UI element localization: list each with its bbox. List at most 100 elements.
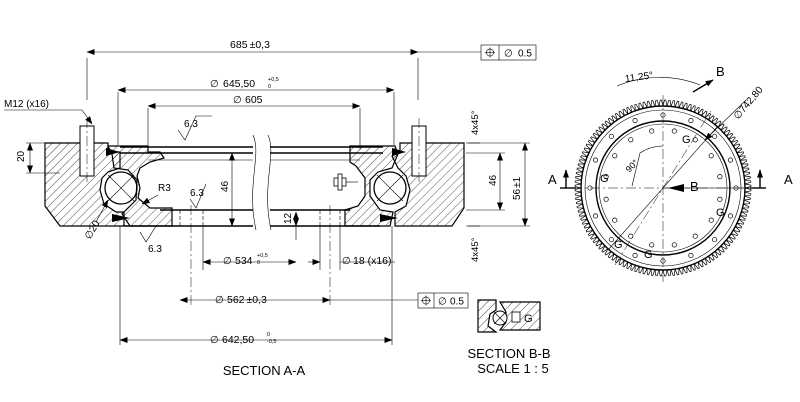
bolt-hole bbox=[727, 157, 733, 163]
bolt-hole bbox=[593, 157, 599, 163]
dim-overall-width-value: 685 bbox=[230, 39, 248, 51]
dim-hole-18-value: 18 (x16) bbox=[353, 255, 392, 267]
diameter-symbol: ∅ bbox=[504, 49, 513, 60]
bolt-hole bbox=[712, 237, 718, 243]
bolt-hole bbox=[603, 174, 609, 180]
g-label: G bbox=[614, 239, 623, 251]
bolt-hole bbox=[608, 133, 614, 139]
dim-gap-12-value: 12 bbox=[283, 212, 294, 224]
dim-diam-64550-tol-lower: 0 bbox=[268, 84, 271, 90]
outer-ring-right bbox=[391, 118, 465, 227]
bolt-hole bbox=[717, 196, 723, 202]
angle-arc-90 bbox=[639, 145, 664, 154]
roughness-mid-value: 6.3 bbox=[190, 188, 204, 199]
chamfer-top-value: 4x45° bbox=[470, 110, 481, 135]
chamfer-bottom-value: 4x45° bbox=[470, 237, 481, 262]
dim-overall-width: 685±0,3 ∅ 0.5 bbox=[86, 39, 537, 100]
gear-diam-value: 742,80 bbox=[737, 84, 765, 115]
bolt-hole bbox=[608, 237, 614, 243]
dim-height-56-value: 56 bbox=[512, 188, 523, 200]
section-arrow-b-top: B bbox=[692, 64, 725, 93]
dim-gear-diam: ∅742,80 bbox=[704, 84, 766, 141]
g-label: G bbox=[716, 207, 725, 219]
bolt-label: M12 (x16) bbox=[4, 99, 49, 110]
bolt-hole bbox=[632, 118, 638, 124]
g-label: G bbox=[644, 249, 653, 261]
section-bb-title: SECTION B-B bbox=[467, 346, 550, 361]
dim-diam-605-value: 605 bbox=[245, 94, 263, 106]
bolt-hole bbox=[628, 233, 634, 239]
radius-value: R3 bbox=[158, 183, 171, 194]
inner-ring-left bbox=[106, 145, 173, 227]
dim-diam-534-tol-lower: 0 bbox=[257, 260, 260, 266]
bolt-hole bbox=[727, 213, 733, 219]
inner-hole-left bbox=[179, 205, 204, 305]
section-arrow-a-right: A bbox=[750, 169, 793, 189]
g-label: G bbox=[682, 134, 691, 146]
dim-height-46-left: 46 bbox=[220, 152, 235, 227]
ball-left bbox=[104, 171, 138, 205]
diameter-symbol: ∅ bbox=[438, 297, 447, 308]
position-tol-bottom-value: 0.5 bbox=[450, 297, 464, 308]
bolt-callout: M12 (x16) bbox=[4, 99, 93, 125]
section-aa-title: SECTION A-A bbox=[223, 363, 306, 378]
grease-nipple-icon bbox=[511, 311, 521, 323]
dim-gap-12: 12 bbox=[283, 211, 299, 240]
dim-height-46-left-value: 46 bbox=[220, 180, 231, 192]
dim-hole-18: ∅ 18 (x16) bbox=[308, 226, 395, 270]
bolt-hole bbox=[708, 153, 714, 159]
section-bb-g-label: G bbox=[524, 313, 533, 325]
bolt-hole bbox=[671, 128, 677, 134]
radius-callout: R3 bbox=[141, 183, 171, 205]
diameter-symbol: ∅ bbox=[233, 95, 242, 106]
bolt-hole bbox=[688, 252, 694, 258]
bolt-hole bbox=[708, 217, 714, 223]
dim-diam-64550: ∅ 645,50 +0,5 0 bbox=[117, 77, 395, 145]
section-arrow-b-center: B bbox=[668, 179, 699, 194]
bolt-hole bbox=[712, 133, 718, 139]
dim-diam-534-value: 534 bbox=[235, 255, 253, 267]
section-bb-scale: SCALE 1 : 5 bbox=[477, 361, 549, 376]
section-arrow-a-left: A bbox=[548, 169, 576, 189]
diameter-symbol: ∅ bbox=[210, 79, 219, 90]
plan-view: 90° 11,25° ∅742,80 B B A A bbox=[548, 64, 793, 282]
bolt-hole bbox=[612, 217, 618, 223]
roughness-symbol-mid: 6.3 bbox=[189, 183, 207, 209]
break-lines bbox=[252, 134, 272, 231]
outer-ring-left bbox=[44, 118, 125, 227]
svg-text:56±1: 56±1 bbox=[512, 176, 523, 200]
angle-arc-pitch bbox=[616, 77, 701, 87]
bolt-hole bbox=[671, 242, 677, 248]
position-tolerance-frame-bottom: ∅ 0.5 bbox=[417, 292, 469, 309]
dim-height-20-value: 20 bbox=[16, 150, 27, 162]
ball-right bbox=[373, 171, 407, 205]
svg-text:∅20: ∅20 bbox=[83, 218, 103, 241]
dim-height-56: 56±1 bbox=[466, 142, 530, 227]
dim-diam-64550-tol-upper: +0,5 bbox=[268, 77, 279, 83]
dim-height-46-right-value: 46 bbox=[488, 174, 499, 186]
label-a-left: A bbox=[548, 172, 557, 187]
dim-ball-diam: ∅20 bbox=[83, 199, 109, 242]
dim-diam-562-tol: ±0,3 bbox=[247, 294, 268, 306]
inner-hole-right bbox=[319, 205, 341, 305]
roughness-top-value: 6.3 bbox=[184, 119, 198, 130]
bolt-hole bbox=[603, 196, 609, 202]
section-bb-view: G SECTION B-B SCALE 1 : 5 bbox=[467, 299, 551, 376]
bolt-hole bbox=[688, 118, 694, 124]
dim-diam-64250: ∅ 642,50 0 -0,5 bbox=[119, 226, 393, 346]
dim-diam-64250-tol-lower: -0,5 bbox=[267, 339, 276, 345]
roughness-symbol-top: 6.3 bbox=[177, 115, 212, 141]
bolt-hole bbox=[632, 252, 638, 258]
diameter-symbol: ∅ bbox=[223, 256, 232, 267]
chamfer-callouts: 4x45° 4x45° bbox=[468, 110, 481, 262]
dim-height-56-tol: ±1 bbox=[512, 176, 523, 187]
dim-height-46-right: 46 bbox=[466, 152, 505, 211]
diameter-symbol: ∅ bbox=[342, 256, 351, 267]
dim-diam-562: ∅ 562±0,3 ∅ 0.5 bbox=[179, 292, 469, 309]
bolt-hole bbox=[692, 137, 698, 143]
svg-text:685±0,3: 685±0,3 bbox=[230, 39, 270, 51]
bolt-hole bbox=[692, 233, 698, 239]
label-b-center: B bbox=[690, 179, 699, 194]
bolt-hole bbox=[717, 174, 723, 180]
